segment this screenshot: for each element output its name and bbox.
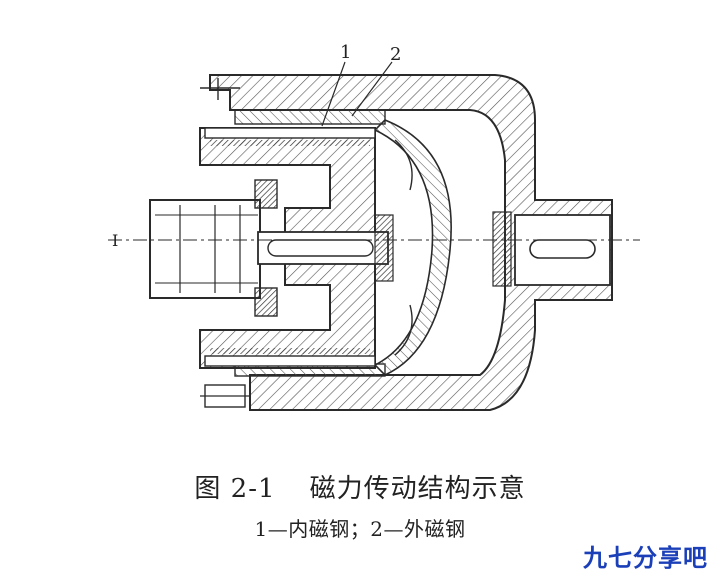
bolt-bottom-icon xyxy=(200,384,250,408)
label-axis-marker: I xyxy=(112,231,118,250)
hub-boss-top xyxy=(254,179,278,209)
hub-boss-bottom xyxy=(254,287,278,317)
inner-magnet-top-core xyxy=(210,140,370,146)
shaft-seal xyxy=(492,211,512,287)
inner-magnet-bottom xyxy=(204,355,376,367)
label-part-2: 2 xyxy=(390,44,401,65)
figure-title: 磁力传动结构示意 xyxy=(309,474,526,504)
figure-legend: 1—内磁钢；2—外磁钢 xyxy=(254,517,466,541)
watermark-logo: 九七分享吧 xyxy=(583,544,708,572)
inner-magnet-bottom-core xyxy=(210,348,370,354)
leader-1 xyxy=(321,61,346,127)
inner-magnet-top xyxy=(204,127,376,139)
outer-housing xyxy=(209,74,613,411)
shaft-nut xyxy=(374,214,394,282)
magnetic-drive-diagram: 1 2 I xyxy=(108,42,640,411)
outer-magnet-top xyxy=(234,109,386,125)
leader-2 xyxy=(351,61,393,117)
label-part-1: 1 xyxy=(340,42,351,63)
bolt-top-icon xyxy=(200,78,240,100)
center-shaft-keyway xyxy=(267,239,374,257)
output-shaft-keyway xyxy=(529,239,596,259)
input-coupling xyxy=(149,199,261,299)
figure-caption: 图 2-1 磁力传动结构示意 xyxy=(0,468,720,505)
figure-number: 图 2-1 xyxy=(194,474,276,504)
isolation-sleeve xyxy=(373,119,452,376)
